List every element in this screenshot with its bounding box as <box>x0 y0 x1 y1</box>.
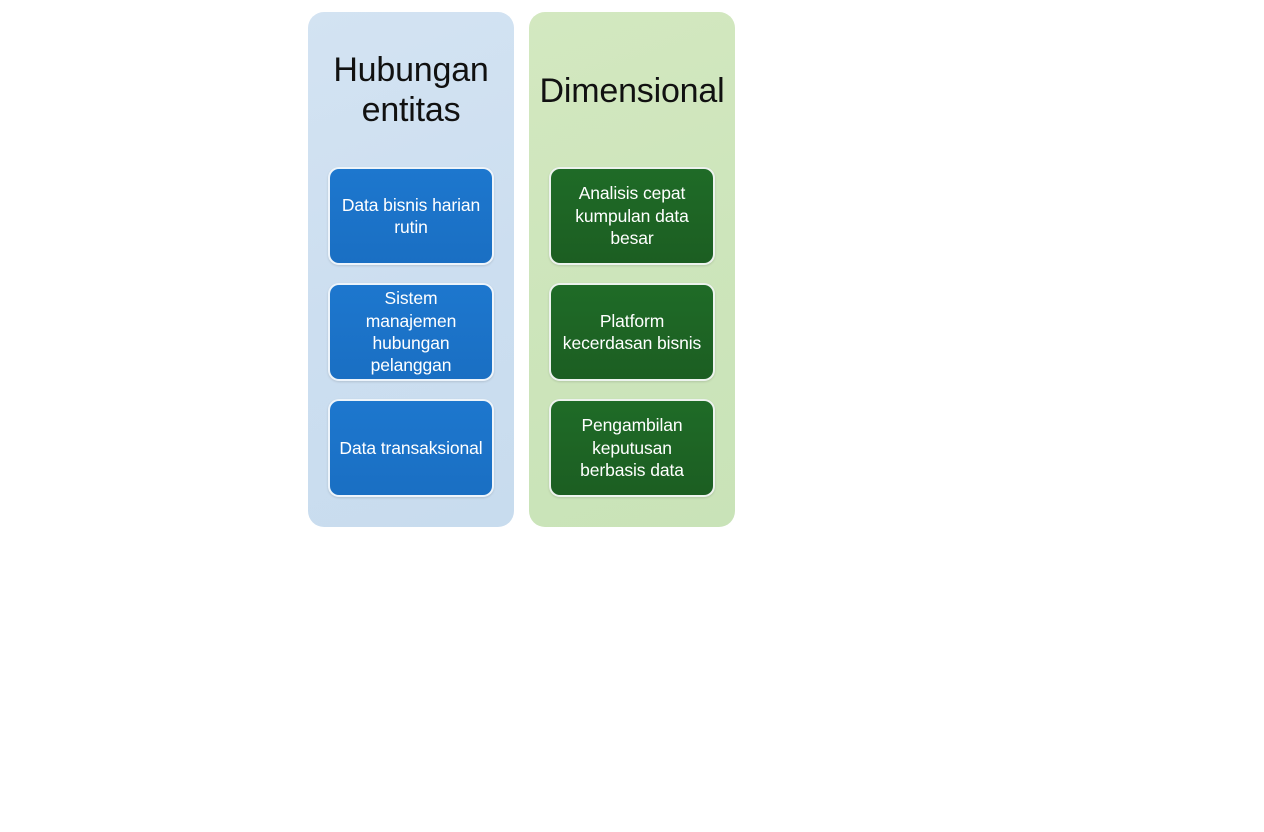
card-label: Data bisnis harian rutin <box>341 194 481 237</box>
card-label: Data transaksional <box>339 437 483 458</box>
comparison-diagram: Hubungan entitas Data bisnis harian ruti… <box>308 12 735 527</box>
card-analisis-cepat-kumpulan-data-besar[interactable]: Analisis cepat kumpulan data besar <box>549 167 715 265</box>
card-label: Analisis cepat kumpulan data besar <box>575 183 689 249</box>
column-hubungan-entitas: Hubungan entitas Data bisnis harian ruti… <box>308 12 514 527</box>
card-data-bisnis-harian-rutin[interactable]: Data bisnis harian rutin <box>328 167 494 265</box>
card-label: Pengambilan keputusan berbasis data <box>580 415 684 481</box>
card-platform-kecerdasan-bisnis[interactable]: Platform kecerdasan bisnis <box>549 283 715 381</box>
card-label: Sistem manajemen hubungan pelanggan <box>365 288 457 376</box>
card-data-transaksional[interactable]: Data transaksional <box>328 399 494 497</box>
card-sistem-manajemen-hubungan-pelanggan[interactable]: Sistem manajemen hubungan pelanggan <box>328 283 494 381</box>
card-label: Platform kecerdasan bisnis <box>562 310 702 353</box>
column-dimensional: Dimensional Analisis cepat kumpulan data… <box>529 12 735 527</box>
card-stack-hubungan-entitas: Data bisnis harian rutin Sistem manajeme… <box>308 167 514 497</box>
card-stack-dimensional: Analisis cepat kumpulan data besar Platf… <box>529 167 735 497</box>
column-title-hubungan-entitas: Hubungan entitas <box>333 51 489 130</box>
card-pengambilan-keputusan-berbasis-data[interactable]: Pengambilan keputusan berbasis data <box>549 399 715 497</box>
column-title-dimensional: Dimensional <box>539 72 725 110</box>
